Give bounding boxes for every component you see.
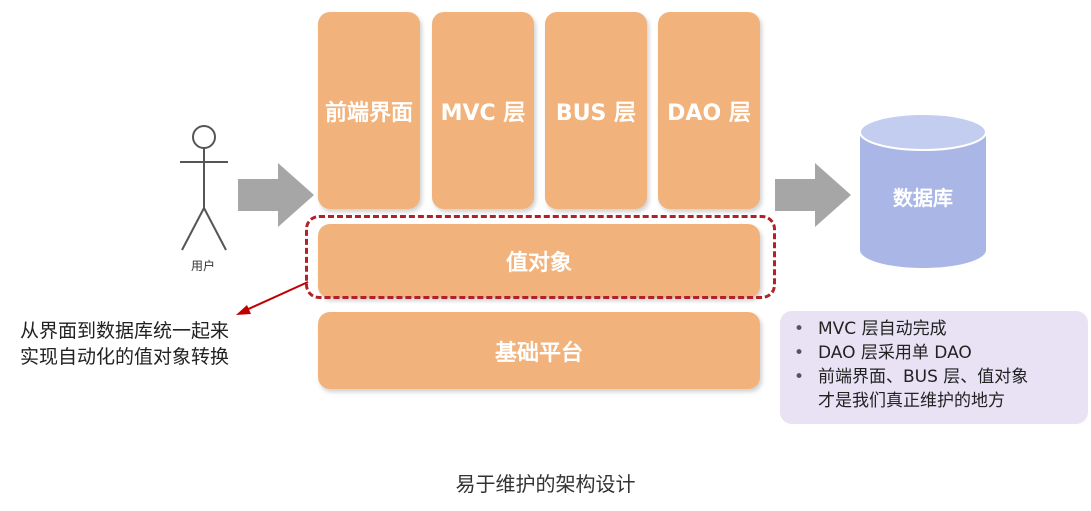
user-figure-icon <box>180 125 228 251</box>
bullet-item: MVC 层自动完成 <box>788 317 1080 341</box>
bullet-item-continued: 才是我们真正维护的地方 <box>818 391 1005 411</box>
bullet-box: MVC 层自动完成 DAO 层采用单 DAO 前端界面、BUS 层、值对象 才是… <box>780 311 1088 424</box>
bus-layer: BUS 层 <box>545 12 647 209</box>
bullet-item: DAO 层采用单 DAO <box>788 341 1080 365</box>
bullet-item: 前端界面、BUS 层、值对象 <box>788 365 1080 389</box>
note-line: 实现自动化的值对象转换 <box>20 346 230 368</box>
arrow-right-icon <box>775 163 851 227</box>
diagram-caption: 易于维护的架构设计 <box>455 472 636 496</box>
user-label: 用户 <box>190 259 215 273</box>
database-label: 数据库 <box>893 186 953 210</box>
note-line: 从界面到数据库统一起来 <box>20 320 230 342</box>
database-icon <box>859 113 987 268</box>
value-object-highlight <box>305 215 776 299</box>
dao-layer: DAO 层 <box>658 12 760 209</box>
base-platform-layer: 基础平台 <box>318 312 760 389</box>
annotation-arrow-icon <box>236 281 309 315</box>
frontend-layer: 前端界面 <box>318 12 420 209</box>
mvc-layer: MVC 层 <box>432 12 534 209</box>
annotation-note: 从界面到数据库统一起来 实现自动化的值对象转换 <box>20 318 280 370</box>
value-object-layer: 值对象 <box>318 224 760 298</box>
arrow-right-icon <box>238 163 314 227</box>
